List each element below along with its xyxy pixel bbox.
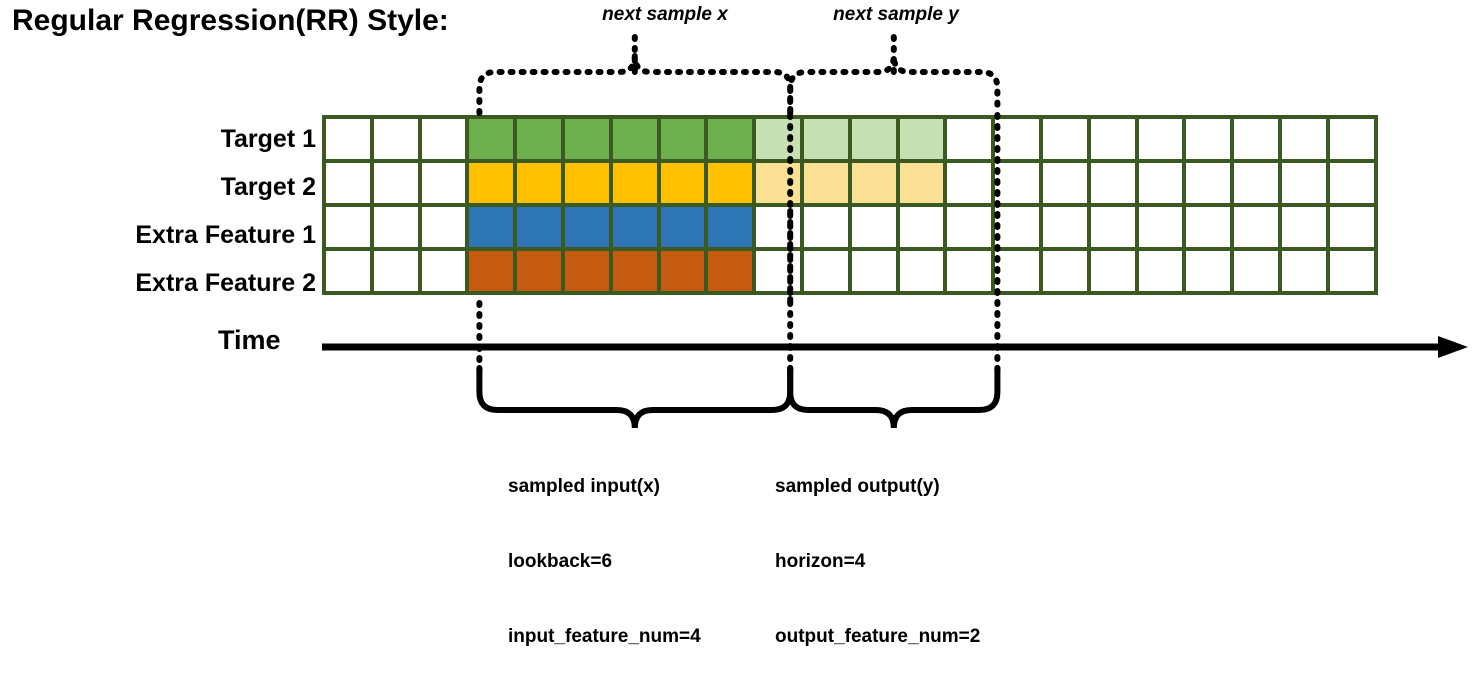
top-bracket-label-x: next sample x [602, 4, 728, 25]
page-title: Regular Regression(RR) Style: [12, 4, 449, 37]
diagram-canvas: Regular Regression(RR) Style: next sampl… [12, 4, 1468, 647]
grid-cell [1325, 247, 1378, 295]
caption-input-line-1: sampled input(x) [508, 476, 661, 497]
timeline-grid [322, 115, 1378, 295]
grid-cell [1325, 159, 1378, 207]
time-axis-arrowhead [1438, 336, 1468, 358]
top-brace-next-sample-y [787, 55, 1001, 116]
top-brace-next-sample-x [476, 55, 794, 116]
grid-cell [608, 247, 661, 295]
grid-cell [1134, 247, 1187, 295]
caption-output-line-3: output_feature_num=2 [775, 626, 981, 647]
grid-cell [513, 247, 565, 295]
caption-input-line-3: input_feature_num=4 [508, 626, 701, 647]
grid-row [322, 115, 1378, 163]
row-label-extra-feature-2: Extra Feature 2 [135, 269, 316, 297]
grid-row [322, 203, 1378, 251]
grid-cell [1230, 247, 1282, 295]
row-label-target-2: Target 2 [220, 173, 316, 201]
caption-input-line-2: lookback=6 [508, 551, 613, 572]
annotation-overlay [322, 33, 1468, 429]
caption-output-line-2: horizon=4 [775, 551, 866, 572]
grid-cell [608, 203, 661, 251]
grid-cell [704, 203, 757, 251]
row-label-target-1: Target 1 [220, 125, 316, 153]
bottom-brace-sampled-output [787, 365, 1001, 429]
grid-cell [1038, 247, 1091, 295]
row-label-extra-feature-1: Extra Feature 1 [135, 221, 316, 249]
top-bracket-label-y: next sample y [833, 4, 959, 25]
caption-output-line-1: sampled output(y) [775, 476, 940, 497]
grid-row [322, 159, 1378, 207]
bottom-brace-sampled-input [476, 365, 794, 429]
time-axis-label: Time [218, 325, 281, 355]
